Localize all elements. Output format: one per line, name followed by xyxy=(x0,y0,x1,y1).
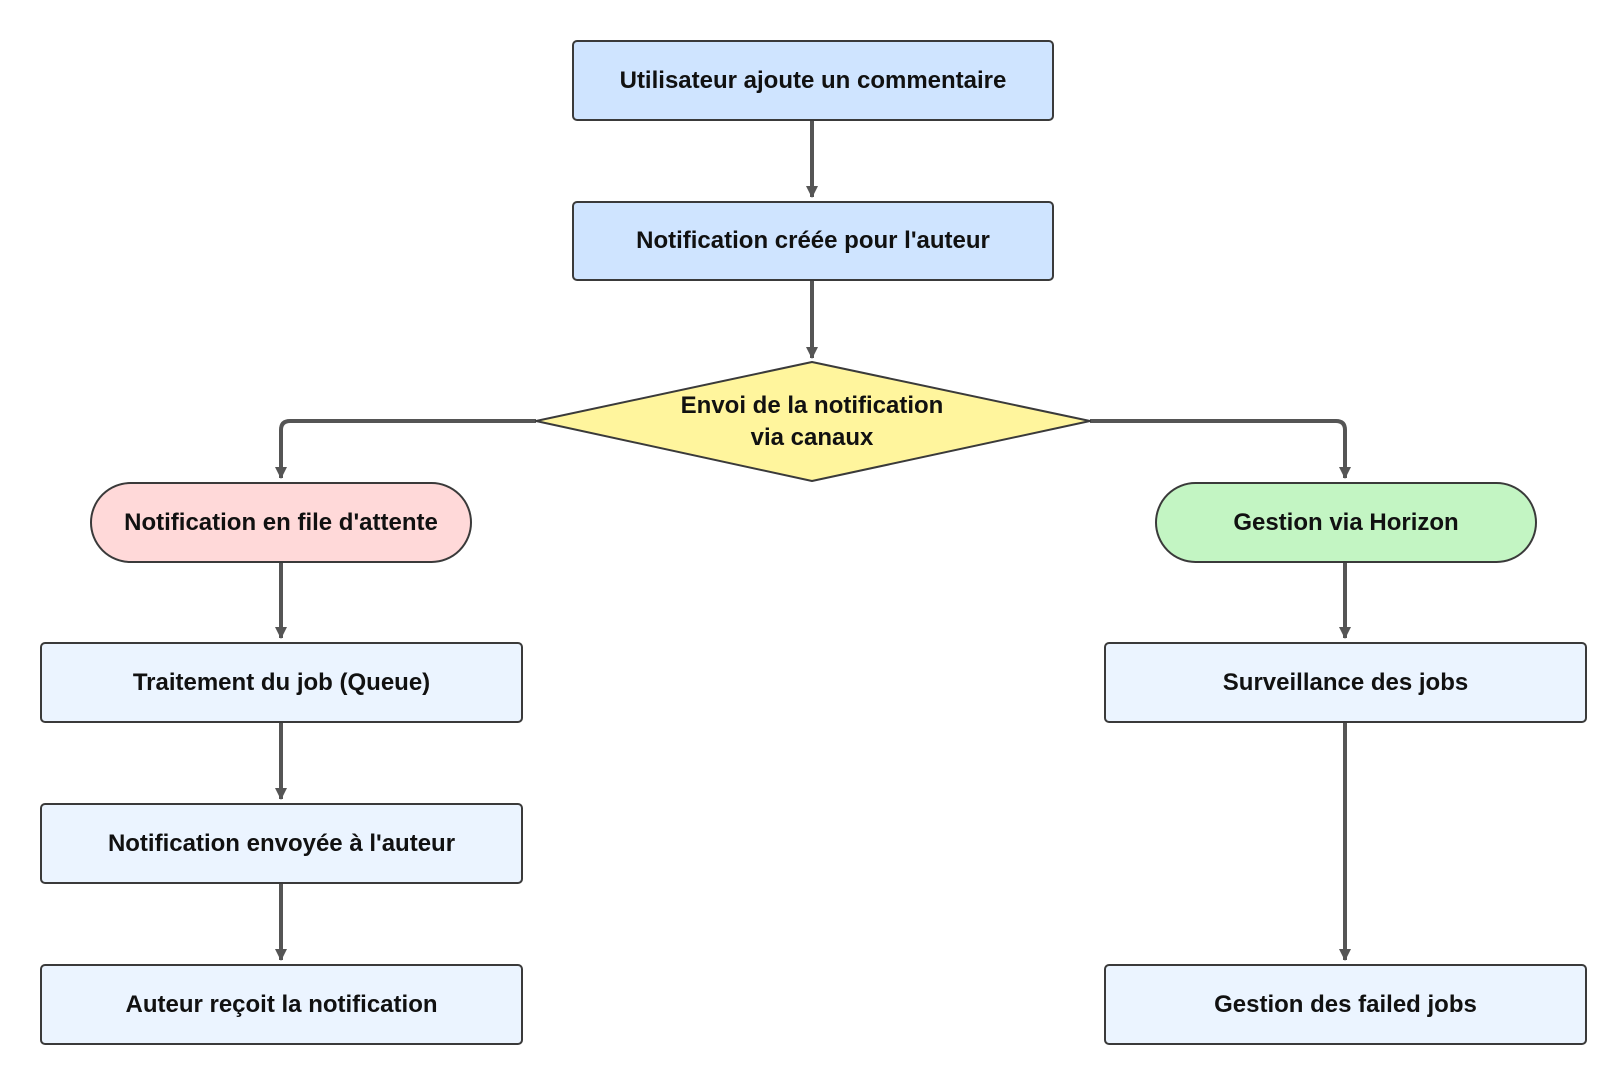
connector-decision-to-queue xyxy=(275,419,536,479)
node-user-adds-comment: Utilisateur ajoute un commentaire xyxy=(572,40,1054,121)
node-job-processing: Traitement du job (Queue) xyxy=(40,642,523,723)
decision-label-line1: Envoi de la notification xyxy=(680,391,944,419)
node-notification-created: Notification créée pour l'auteur xyxy=(572,201,1054,281)
node-failed-jobs: Gestion des failed jobs xyxy=(1104,964,1587,1045)
node-notification-sent: Notification envoyée à l'auteur xyxy=(40,803,523,884)
node-author-receives: Auteur reçoit la notification xyxy=(40,964,523,1045)
decision-label-line2: via canaux xyxy=(750,424,874,451)
decision-diamond xyxy=(535,361,1091,482)
decision-label: Envoi de la notification via canaux xyxy=(612,387,1012,457)
node-notification-queued: Notification en file d'attente xyxy=(90,482,472,563)
connector-decision-to-horizon xyxy=(1090,419,1351,479)
node-horizon-management: Gestion via Horizon xyxy=(1155,482,1537,563)
node-job-monitoring: Surveillance des jobs xyxy=(1104,642,1587,723)
